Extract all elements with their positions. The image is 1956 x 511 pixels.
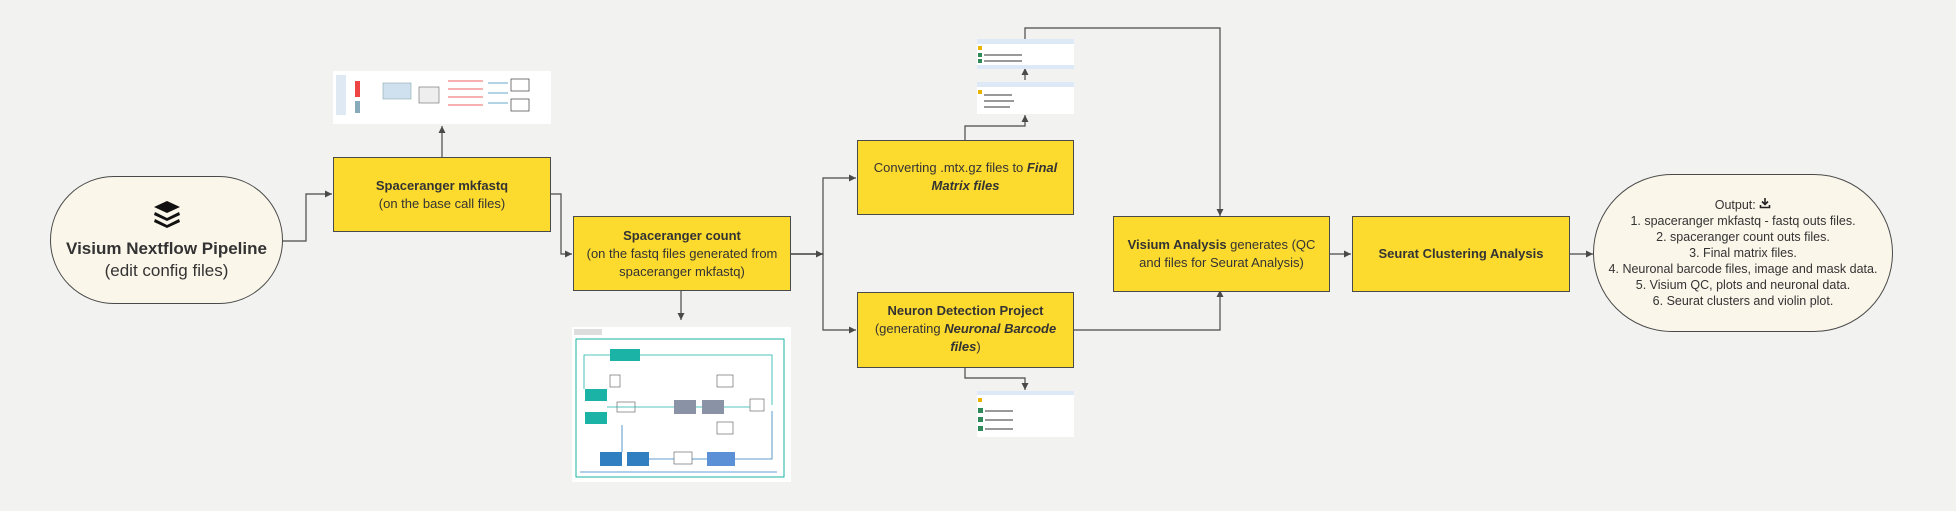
- output-item: 1. spaceranger mkfastq - fastq outs file…: [1630, 214, 1856, 229]
- convert-node[interactable]: Converting .mtx.gz files to Final Matrix…: [857, 140, 1074, 215]
- output-item: 2. spaceranger count outs files.: [1656, 230, 1830, 245]
- mkfastq-workflow-thumbnail: [333, 71, 551, 124]
- barcode-files-thumbnail: [977, 391, 1074, 437]
- count-subtitle: (on the fastq files generated from space…: [586, 245, 778, 279]
- mkfastq-title: Spaceranger mkfastq: [375, 177, 509, 193]
- mkfastq-subtitle: (on the base call files): [378, 195, 506, 211]
- output-heading: Output:: [1715, 197, 1771, 214]
- stack-layers-icon: [151, 198, 183, 235]
- seurat-title: Seurat Clustering Analysis: [1378, 246, 1544, 261]
- edge-thumb-to-visium: [1024, 27, 1224, 216]
- convert-emph: Final Matrix files: [931, 160, 1058, 193]
- output-item: 3. Final matrix files.: [1689, 246, 1797, 261]
- visium-node[interactable]: Visium Analysis generates (QC and files …: [1113, 216, 1330, 292]
- count-node[interactable]: Spaceranger count (on the fastq files ge…: [573, 216, 791, 291]
- count-workflow-thumbnail: [572, 327, 791, 482]
- output-item: 4. Neuronal barcode files, image and mas…: [1608, 262, 1878, 277]
- visium-text: generates (QC and files for Seurat Analy…: [1139, 237, 1316, 270]
- output-item: 6. Seurat clusters and violin plot.: [1652, 294, 1834, 309]
- edge-mkfastq-to-count: [550, 193, 572, 258]
- neuron-suffix: ): [976, 339, 981, 354]
- neuron-prefix: (generating: [874, 321, 945, 336]
- seurat-node[interactable]: Seurat Clustering Analysis: [1352, 216, 1570, 292]
- neuron-title: Neuron Detection Project: [887, 303, 1044, 318]
- edge-convert-to-thumb: [964, 115, 1029, 140]
- convert-text: Converting .mtx.gz files to: [873, 160, 1027, 175]
- start-subtitle: (edit config files): [104, 261, 229, 280]
- mkfastq-node[interactable]: Spaceranger mkfastq (on the base call fi…: [333, 157, 551, 232]
- start-title: Visium Nextflow Pipeline: [66, 239, 267, 258]
- qc-files-thumbnail: [977, 39, 1074, 69]
- neuron-emph: Neuronal Barcode files: [944, 321, 1057, 354]
- edge-count-to-convert: [790, 174, 856, 255]
- output-title: Output:: [1714, 197, 1756, 212]
- edge-start-to-mkfastq: [282, 190, 332, 242]
- visium-title: Visium Analysis: [1127, 237, 1227, 252]
- output-node[interactable]: Output: 1. spaceranger mkfastq - fastq o…: [1593, 174, 1893, 332]
- count-title: Spaceranger count: [623, 227, 741, 243]
- download-icon: [1759, 197, 1771, 213]
- edge-neuron-to-visium: [1073, 290, 1224, 331]
- start-node[interactable]: Visium Nextflow Pipeline (edit config fi…: [50, 176, 283, 304]
- neuron-node[interactable]: Neuron Detection Project (generating Neu…: [857, 292, 1074, 368]
- edge-count-to-neuron: [790, 253, 856, 334]
- output-item: 5. Visium QC, plots and neuronal data.: [1635, 278, 1851, 293]
- matrix-files-thumbnail: [977, 82, 1074, 114]
- edge-neuron-to-thumb: [964, 367, 1029, 390]
